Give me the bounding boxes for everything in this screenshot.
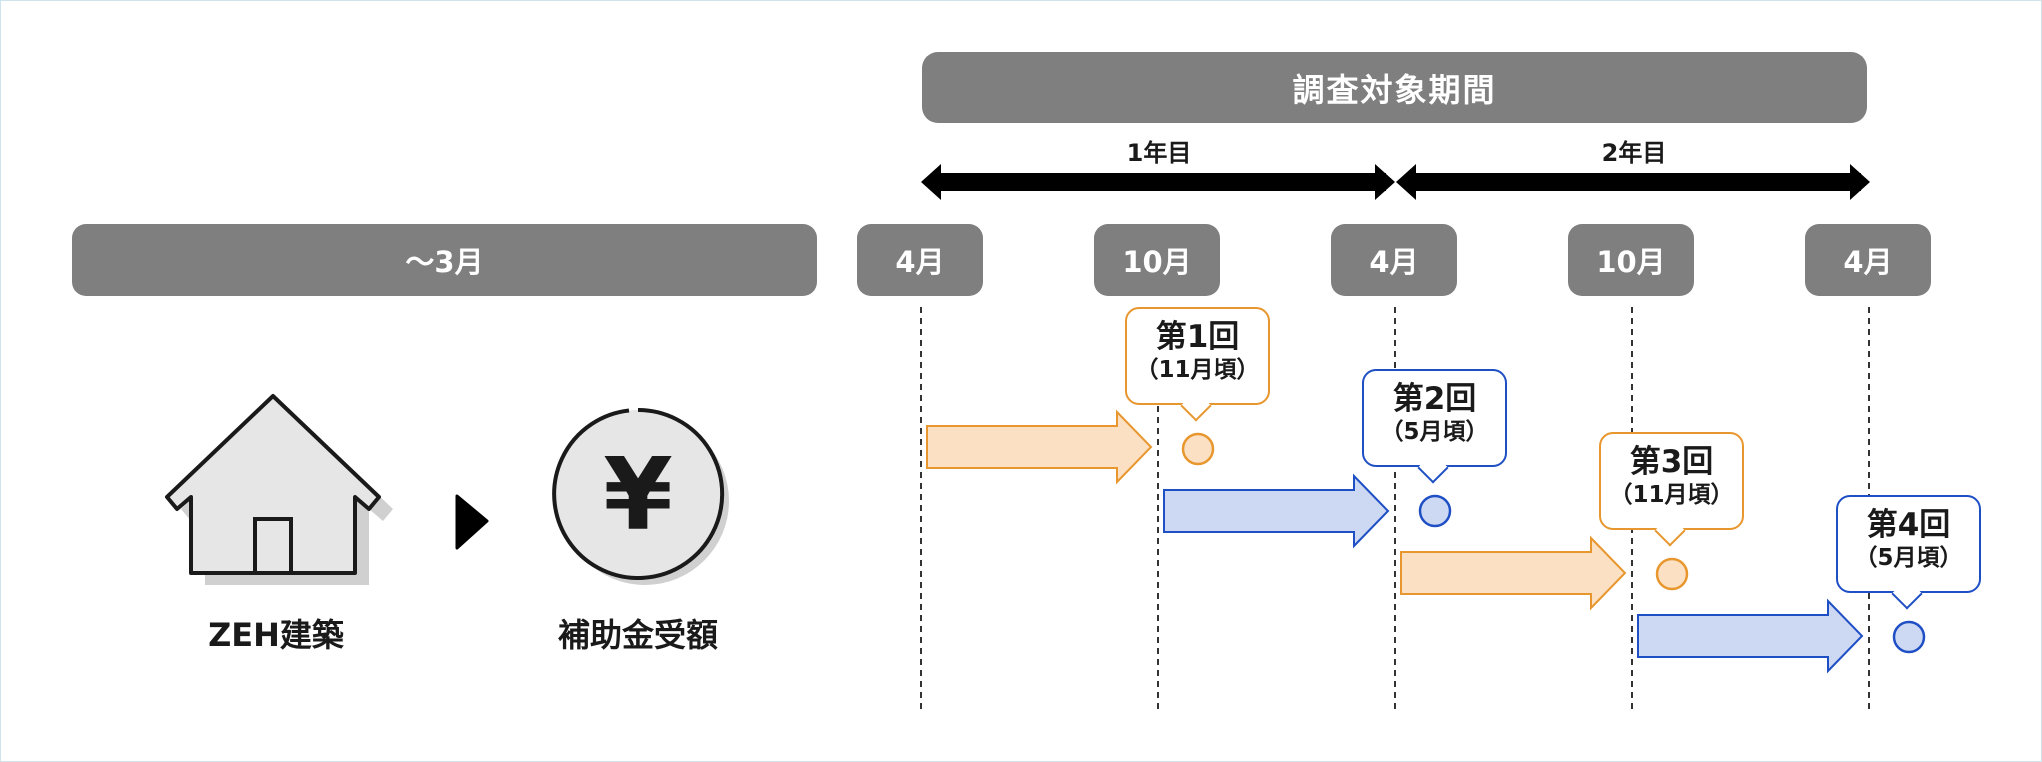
month-pill-3: 4月 [1331,224,1457,296]
round3-period-arrow [1400,535,1627,611]
round4-period-arrow [1637,598,1864,674]
year1-double-arrow [921,164,1395,200]
year2-label: 2年目 [1601,139,1667,167]
month-pill-1: 4月 [857,224,983,296]
flow-arrow-icon [455,494,489,550]
round3-callout: 第3回 （11月頃） [1599,432,1744,547]
round-timing: （5月頃） [1380,419,1489,445]
round2-point [1418,494,1452,528]
yen-coin-icon: ¥ [552,408,729,585]
round4-callout: 第4回 （5月頃） [1836,495,1981,610]
round-title: 第3回 [1629,444,1714,480]
month-pill-4: 10月 [1568,224,1694,296]
round-timing: （11月頃） [1135,357,1260,383]
month-pill-label: 10月 [1596,245,1666,279]
round1-point [1181,432,1215,466]
house-icon [165,394,393,585]
month-pill-5: 4月 [1805,224,1931,296]
month-pill-label: 4月 [1369,245,1419,279]
survey-period-label: 調査対象期間 [1292,70,1497,109]
month-before-bar: ～3月 [72,224,817,296]
year1-label: 1年目 [1126,139,1192,167]
round1-callout: 第1回 （11月頃） [1125,307,1270,422]
round-timing: （5月頃） [1854,545,1963,571]
round3-point [1655,557,1689,591]
subsidy-received-label: 補助金受額 [557,616,718,654]
yen-symbol: ¥ [603,436,673,553]
month-pill-label: 4月 [895,245,945,279]
zeh-construction-label: ZEH建築 [208,616,344,654]
month-pill-label: 4月 [1843,245,1893,279]
month-pill-label: 10月 [1122,245,1192,279]
round2-period-arrow [1163,473,1390,549]
round-timing: （11月頃） [1609,482,1734,508]
round-title: 第4回 [1866,507,1951,543]
survey-period-bar: 調査対象期間 [922,52,1867,123]
month-before-label: ～3月 [405,245,484,279]
round4-point [1892,620,1926,654]
round-title: 第1回 [1155,319,1240,355]
year2-double-arrow [1396,164,1870,200]
round2-callout: 第2回 （5月頃） [1362,369,1507,484]
month-pill-2: 10月 [1094,224,1220,296]
round1-period-arrow [926,409,1153,485]
round-title: 第2回 [1392,381,1477,417]
